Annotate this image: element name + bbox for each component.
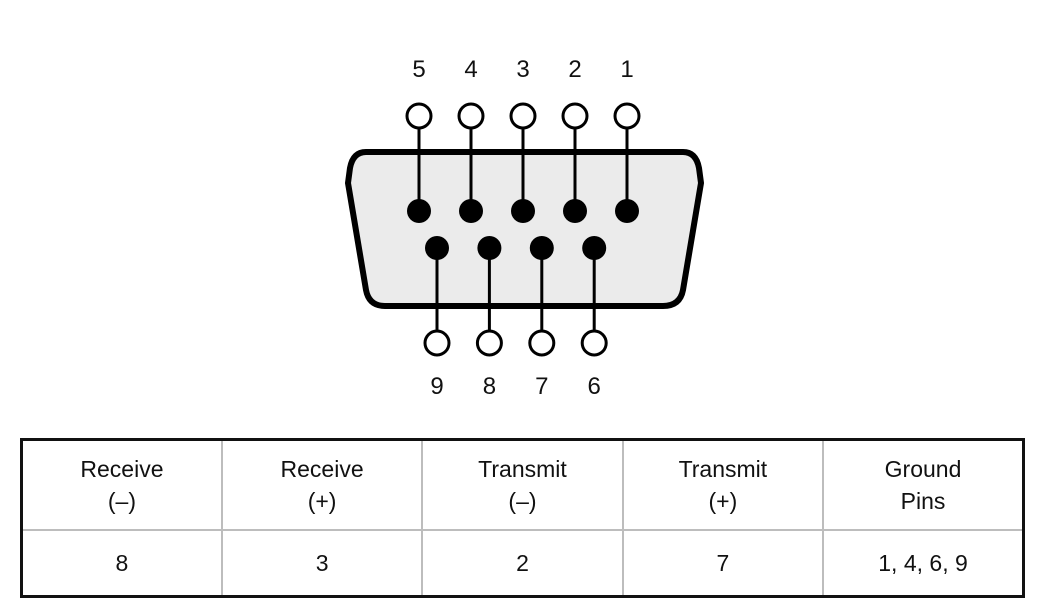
pin-contact-dot	[563, 199, 587, 223]
pin-terminal-ring	[528, 329, 556, 357]
pin-number-label: 3	[516, 56, 529, 83]
pinout-header-row: Receive (–) Receive (+) Transmit (–) Tra…	[21, 439, 1024, 531]
pinout-value-row: 8 3 2 7 1, 4, 6, 9	[21, 529, 1024, 597]
pin-terminal-ring	[580, 329, 608, 357]
pin-number-label: 9	[430, 373, 443, 400]
bottom-pin-8: 8	[475, 236, 503, 400]
top-pin-3: 3	[509, 56, 537, 223]
header-receive-positive: Receive (+)	[220, 439, 424, 531]
pin-number-label: 5	[412, 56, 425, 83]
top-pin-1: 1	[613, 56, 641, 223]
pin-contact-dot	[407, 199, 431, 223]
pin-number-label: 2	[568, 56, 581, 83]
db9-connector-diagram: 5 4 3 2 1 9 8 7 6	[345, 56, 704, 400]
header-ground-pins: Ground Pins	[822, 439, 1024, 531]
pin-contact-dot	[425, 236, 449, 260]
top-pin-2: 2	[561, 56, 589, 223]
pin-contact-dot	[511, 199, 535, 223]
pin-number-label: 4	[464, 56, 477, 83]
bottom-pin-6: 6	[580, 236, 608, 400]
pin-number-label: 8	[483, 373, 496, 400]
pin-terminal-ring	[457, 102, 485, 130]
pin-terminal-ring	[423, 329, 451, 357]
bottom-pin-7: 7	[528, 236, 556, 400]
pin-number-label: 6	[588, 373, 601, 400]
top-pin-5: 5	[405, 56, 433, 223]
pin-contact-dot	[459, 199, 483, 223]
top-pin-4: 4	[457, 56, 485, 223]
header-receive-negative: Receive (–)	[21, 439, 223, 531]
pin-terminal-ring	[561, 102, 589, 130]
pin-contact-dot	[582, 236, 607, 260]
bottom-pin-9: 9	[423, 236, 451, 400]
pin-terminal-ring	[613, 102, 641, 130]
pin-contact-dot	[477, 236, 502, 260]
value-ground-pins: 1, 4, 6, 9	[822, 529, 1024, 597]
value-receive-positive: 3	[220, 529, 424, 597]
header-transmit-negative: Transmit (–)	[421, 439, 624, 531]
pin-number-label: 7	[535, 373, 548, 400]
pin-terminal-ring	[509, 102, 537, 130]
pin-contact-dot	[529, 236, 554, 260]
pin-terminal-ring	[405, 102, 433, 130]
value-receive-negative: 8	[21, 529, 223, 597]
value-transmit-negative: 2	[421, 529, 624, 597]
pin-terminal-ring	[475, 329, 503, 357]
header-transmit-positive: Transmit (+)	[621, 439, 825, 531]
pinout-table: Receive (–) Receive (+) Transmit (–) Tra…	[20, 438, 1025, 598]
pin-number-label: 1	[620, 56, 633, 83]
pin-contact-dot	[615, 199, 639, 223]
value-transmit-positive: 7	[621, 529, 825, 597]
